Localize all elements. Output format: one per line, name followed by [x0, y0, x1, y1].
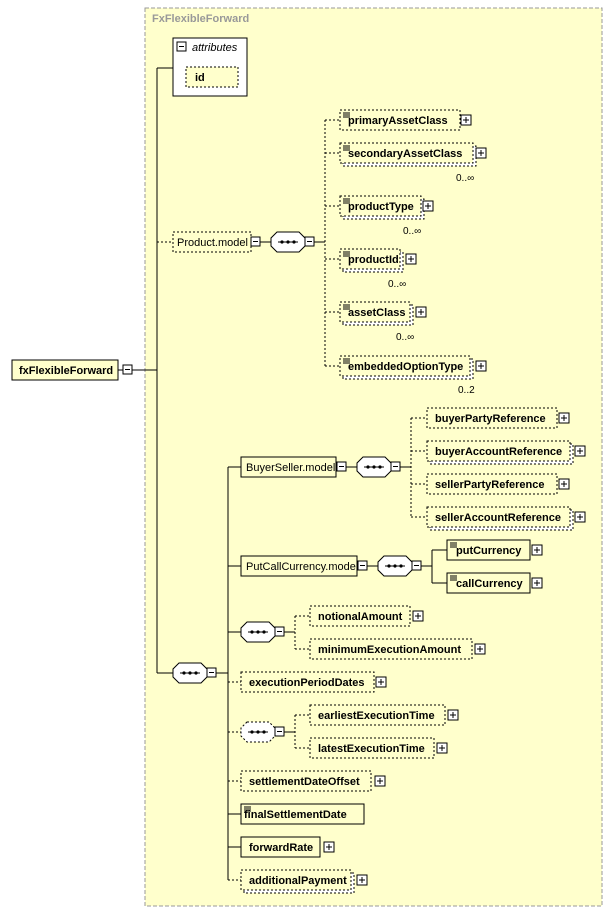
buyerseller-sequence-compositor[interactable]: [356, 456, 401, 478]
element-notionalAmount[interactable]: notionalAmount: [309, 605, 424, 627]
element-latestExecutionTime[interactable]: latestExecutionTime: [309, 737, 448, 759]
svg-text:Product.model: Product.model: [177, 237, 248, 249]
svg-text:finalSettlementDate: finalSettlementDate: [244, 809, 347, 821]
svg-text:0..∞: 0..∞: [456, 173, 474, 184]
main-sequence-compositor[interactable]: [172, 662, 217, 684]
attributes-box: attributes id: [172, 37, 248, 97]
element-executionPeriodDates[interactable]: executionPeriodDates: [240, 671, 387, 693]
svg-text:executionPeriodDates: executionPeriodDates: [249, 677, 365, 689]
element-sellerPartyReference[interactable]: sellerPartyReference: [426, 473, 570, 495]
element-minimumExecutionAmount[interactable]: minimumExecutionAmount: [309, 638, 486, 660]
svg-text:earliestExecutionTime: earliestExecutionTime: [318, 710, 435, 722]
element-buyerAccountReference[interactable]: buyerAccountReference: [426, 440, 586, 465]
putcallcurrency-model-group[interactable]: PutCallCurrency.model: [240, 555, 368, 577]
svg-text:putCurrency: putCurrency: [456, 545, 522, 557]
svg-text:assetClass: assetClass: [348, 307, 406, 319]
element-sellerAccountReference[interactable]: sellerAccountReference: [426, 506, 586, 531]
attributes-label: attributes: [192, 42, 238, 54]
svg-text:0..∞: 0..∞: [388, 279, 406, 290]
svg-text:latestExecutionTime: latestExecutionTime: [318, 743, 425, 755]
svg-text:embeddedOptionType: embeddedOptionType: [348, 361, 463, 373]
root-element[interactable]: fxFlexibleForward: [11, 359, 133, 381]
svg-text:PutCallCurrency.model: PutCallCurrency.model: [246, 561, 358, 573]
element-primaryAssetClass[interactable]: primaryAssetClass: [339, 109, 472, 131]
svg-text:buyerPartyReference: buyerPartyReference: [435, 413, 546, 425]
element-assetClass[interactable]: assetClass 0..∞: [339, 301, 427, 343]
svg-text:settlementDateOffset: settlementDateOffset: [249, 776, 360, 788]
svg-text:id: id: [195, 72, 205, 84]
element-additionalPayment[interactable]: additionalPayment: [240, 869, 368, 894]
svg-text:minimumExecutionAmount: minimumExecutionAmount: [318, 644, 461, 656]
element-settlementDateOffset[interactable]: settlementDateOffset: [240, 770, 386, 792]
svg-text:additionalPayment: additionalPayment: [249, 875, 347, 887]
element-embeddedOptionType[interactable]: embeddedOptionType 0..2: [339, 355, 487, 396]
buyerseller-model-group[interactable]: BuyerSeller.model: [240, 456, 347, 478]
svg-text:0..∞: 0..∞: [403, 226, 421, 237]
svg-text:BuyerSeller.model: BuyerSeller.model: [246, 462, 335, 474]
svg-text:sellerPartyReference: sellerPartyReference: [435, 479, 544, 491]
svg-text:productType: productType: [348, 201, 414, 213]
element-putCurrency[interactable]: putCurrency: [446, 539, 543, 561]
element-productType[interactable]: productType 0..∞: [339, 195, 434, 237]
execution-time-sequence-compositor[interactable]: [240, 721, 285, 743]
svg-text:sellerAccountReference: sellerAccountReference: [435, 512, 561, 524]
element-secondaryAssetClass[interactable]: secondaryAssetClass 0..∞: [339, 142, 487, 184]
product-model-group[interactable]: Product.model: [172, 231, 261, 253]
putcall-sequence-compositor[interactable]: [377, 555, 422, 577]
type-title: FxFlexibleForward: [152, 13, 249, 25]
svg-text:fxFlexibleForward: fxFlexibleForward: [19, 365, 113, 377]
svg-text:secondaryAssetClass: secondaryAssetClass: [348, 148, 462, 160]
svg-text:callCurrency: callCurrency: [456, 578, 524, 590]
element-buyerPartyReference[interactable]: buyerPartyReference: [426, 407, 570, 429]
element-productId[interactable]: productId 0..∞: [339, 248, 417, 290]
element-earliestExecutionTime[interactable]: earliestExecutionTime: [309, 704, 459, 726]
notional-sequence-compositor[interactable]: [240, 621, 285, 643]
element-finalSettlementDate[interactable]: finalSettlementDate: [240, 803, 365, 825]
svg-text:notionalAmount: notionalAmount: [318, 611, 403, 623]
element-callCurrency[interactable]: callCurrency: [446, 572, 543, 594]
svg-text:productId: productId: [348, 254, 399, 266]
svg-text:primaryAssetClass: primaryAssetClass: [348, 115, 448, 127]
svg-text:0..∞: 0..∞: [396, 332, 414, 343]
attribute-id[interactable]: [185, 66, 239, 88]
element-forwardRate[interactable]: forwardRate: [240, 836, 335, 858]
svg-text:0..2: 0..2: [458, 385, 475, 396]
svg-text:forwardRate: forwardRate: [249, 842, 313, 854]
svg-text:buyerAccountReference: buyerAccountReference: [435, 446, 562, 458]
